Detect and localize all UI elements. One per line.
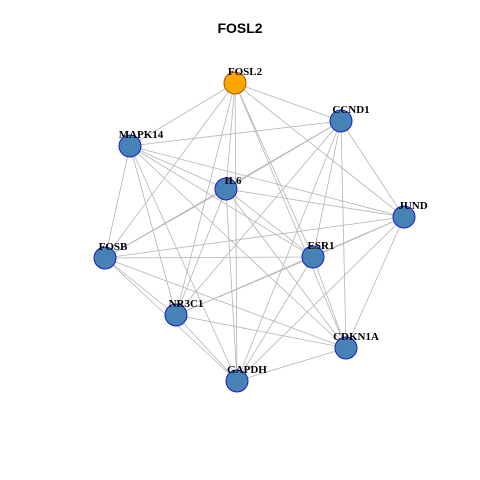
- edge-mapk14-jund: [129, 145, 405, 218]
- edge-ccnd1-gapdh: [236, 120, 342, 382]
- node-mapk14[interactable]: [118, 134, 142, 158]
- edge-nr3c1-gapdh: [175, 314, 238, 382]
- node-label-jund: JUND: [398, 200, 427, 212]
- edge-cdkn1a-gapdh: [236, 347, 347, 382]
- edge-fosl2-esr1: [234, 82, 314, 258]
- edge-fosl2-gapdh: [234, 82, 238, 382]
- node-gapdh[interactable]: [225, 369, 249, 393]
- edge-il6-fosb: [104, 188, 227, 259]
- graph-title: FOSL2: [217, 20, 263, 36]
- edge-jund-gapdh: [236, 216, 405, 382]
- node-il6[interactable]: [214, 177, 238, 201]
- edge-jund-fosb: [104, 216, 405, 259]
- edge-esr1-gapdh: [236, 256, 314, 382]
- edge-fosb-nr3c1: [104, 257, 177, 316]
- edge-mapk14-gapdh: [129, 145, 238, 382]
- edge-il6-jund: [225, 188, 405, 218]
- node-esr1[interactable]: [301, 245, 325, 269]
- edge-ccnd1-esr1: [312, 120, 342, 258]
- node-nr3c1[interactable]: [164, 303, 188, 327]
- node-ccnd1[interactable]: [329, 109, 353, 133]
- edge-fosb-esr1: [104, 256, 314, 259]
- edge-esr1-nr3c1: [175, 256, 314, 316]
- edge-fosl2-nr3c1: [175, 82, 236, 316]
- edge-fosl2-cdkn1a: [234, 82, 347, 349]
- node-fosl2[interactable]: [223, 71, 247, 95]
- edge-mapk14-il6: [129, 145, 227, 190]
- node-label-cdkn1a: CDKN1A: [333, 331, 379, 343]
- node-label-fosb: FOSB: [99, 241, 128, 253]
- edge-esr1-cdkn1a: [312, 256, 347, 349]
- node-label-esr1: ESR1: [308, 240, 335, 252]
- edge-il6-nr3c1: [175, 188, 227, 316]
- node-jund[interactable]: [392, 205, 416, 229]
- node-label-gapdh: GAPDH: [227, 364, 267, 376]
- edge-ccnd1-nr3c1: [175, 120, 342, 316]
- node-label-nr3c1: NR3C1: [169, 298, 204, 310]
- node-cdkn1a[interactable]: [334, 336, 358, 360]
- node-label-mapk14: MAPK14: [119, 129, 164, 141]
- node-fosb[interactable]: [93, 246, 117, 270]
- edge-ccnd1-cdkn1a: [340, 120, 347, 349]
- edge-mapk14-cdkn1a: [129, 145, 347, 349]
- edge-fosl2-ccnd1: [234, 82, 342, 122]
- edge-il6-gapdh: [225, 188, 238, 382]
- edge-fosl2-jund: [234, 82, 405, 218]
- node-label-il6: IL6: [224, 175, 242, 187]
- node-label-fosl2: FOSL2: [228, 66, 263, 78]
- edge-jund-cdkn1a: [345, 216, 405, 349]
- edge-mapk14-esr1: [129, 145, 314, 258]
- edge-ccnd1-mapk14: [129, 120, 342, 147]
- edges-layer: [104, 82, 405, 382]
- nodes-layer: [93, 71, 416, 393]
- edge-nr3c1-cdkn1a: [175, 314, 347, 349]
- edge-il6-esr1: [225, 188, 314, 258]
- edge-fosb-cdkn1a: [104, 257, 347, 349]
- edge-mapk14-fosb: [104, 145, 131, 259]
- node-label-ccnd1: CCND1: [332, 104, 369, 116]
- edge-fosl2-mapk14: [129, 82, 236, 147]
- edge-ccnd1-jund: [340, 120, 405, 218]
